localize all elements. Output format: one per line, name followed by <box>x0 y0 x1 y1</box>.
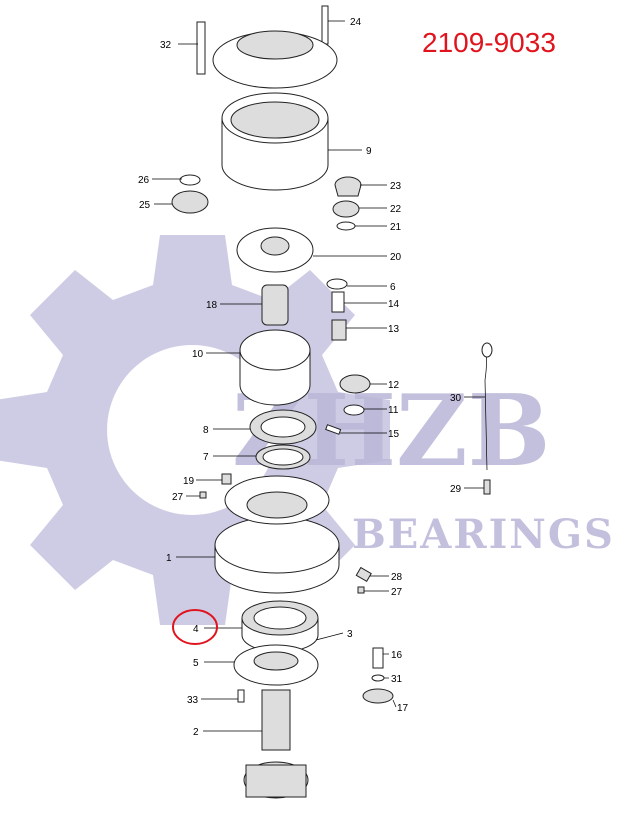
bush-13 <box>331 319 347 341</box>
callout-15: 15 <box>388 429 400 440</box>
callout-21: 21 <box>390 222 402 233</box>
callout-28: 28 <box>391 572 403 583</box>
callout-18: 18 <box>206 300 218 311</box>
callout-26: 26 <box>138 175 150 186</box>
pin-32 <box>196 21 206 75</box>
gear-25 <box>171 190 209 214</box>
bolt-24 <box>321 5 329 45</box>
bolt-16 <box>372 647 384 669</box>
callout-6: 6 <box>390 282 396 293</box>
callout-1: 1 <box>166 553 172 564</box>
callout-33: 33 <box>187 695 199 706</box>
callout-32: 32 <box>160 40 172 51</box>
watermark-subtitle: BEARINGS <box>352 511 615 558</box>
callout-24: 24 <box>350 17 362 28</box>
callout-4: 4 <box>193 624 199 635</box>
gear-12 <box>339 374 371 394</box>
pin-14 <box>331 291 345 313</box>
callout-22: 22 <box>390 204 402 215</box>
plug-23 <box>334 176 362 197</box>
part-number-title: 2109-9033 <box>422 27 556 58</box>
callout-12: 12 <box>388 380 400 391</box>
callout-10: 10 <box>192 349 204 360</box>
callout-3: 3 <box>347 629 353 640</box>
parts <box>171 5 493 799</box>
callout-30: 30 <box>450 393 462 404</box>
callout-27b: 27 <box>391 587 403 598</box>
callout-23: 23 <box>390 181 402 192</box>
callout-11: 11 <box>388 405 399 416</box>
callout-labels: 32 24 9 26 23 25 22 21 20 6 14 18 13 10 … <box>138 17 462 738</box>
callout-29: 29 <box>450 484 462 495</box>
callout-20: 20 <box>390 252 402 263</box>
callout-5: 5 <box>193 658 199 669</box>
shaft-2 <box>261 689 291 751</box>
callout-16: 16 <box>391 650 403 661</box>
callout-13: 13 <box>388 324 400 335</box>
callout-7: 7 <box>203 452 209 463</box>
callout-19: 19 <box>183 476 195 487</box>
sun-gear-18 <box>261 284 289 326</box>
callout-8: 8 <box>203 425 209 436</box>
washer-17 <box>362 688 394 704</box>
callout-14: 14 <box>388 299 400 310</box>
highlight-circle <box>172 609 218 645</box>
callout-31: 31 <box>391 674 403 685</box>
callout-2: 2 <box>193 727 199 738</box>
callout-17: 17 <box>397 703 409 714</box>
callout-27a: 27 <box>172 492 184 503</box>
callout-25: 25 <box>139 200 151 211</box>
callout-9: 9 <box>366 146 372 157</box>
leader-lines <box>152 20 485 732</box>
